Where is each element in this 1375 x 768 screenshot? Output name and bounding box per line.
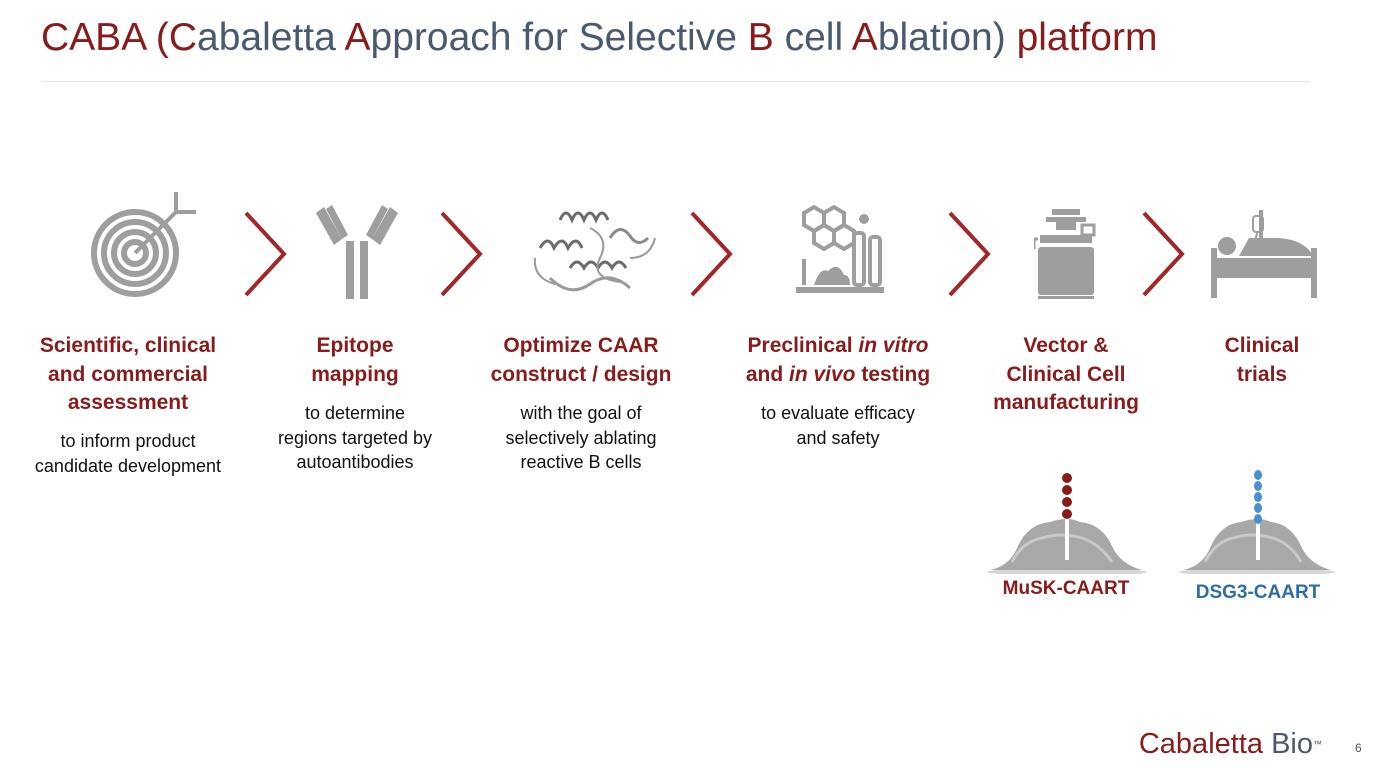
musk-caart-cell-icon: [987, 473, 1147, 574]
dsg3-caart-label: DSG3-CAART: [1195, 582, 1321, 603]
title-divider: [41, 81, 1310, 82]
page-number: 6: [1355, 741, 1362, 755]
antibody-icon: [316, 205, 398, 299]
chevron-right-icon: [948, 211, 991, 297]
step-title-optimize-caar: Optimize CAAR construct / design: [490, 334, 672, 386]
musk-caart-label: MuSK-CAART: [1002, 578, 1130, 599]
chevron-right-icon: [440, 211, 483, 297]
protein-structure-icon: [533, 211, 656, 292]
step-title-epitope-mapping: Epitope mapping: [311, 334, 399, 386]
target-icon: [91, 192, 196, 297]
chevron-right-icon: [690, 211, 733, 297]
lab-testing-icon: [796, 205, 884, 293]
dsg3-caart-cell-icon: [1179, 470, 1335, 574]
company-logo: Cabaletta Bio™: [1138, 728, 1322, 760]
step-title-assessment: Scientific, clinical and commercial asse…: [39, 334, 217, 414]
step-title-clinical-trials: Clinical trials: [1224, 334, 1300, 386]
step-title-manufacturing: Vector & Clinical Cell manufacturing: [993, 334, 1139, 414]
page-title: CABA (Cabaletta Approach for Selective B…: [41, 16, 1158, 59]
step-desc-assessment: to inform product candidate development: [34, 431, 222, 476]
chevron-right-icon: [1142, 211, 1185, 297]
step-desc-preclinical-testing: to evaluate efficacy and safety: [761, 403, 915, 448]
step-title-preclinical-testing: Preclinical in vitro and in vivo testing: [745, 334, 931, 386]
hospital-bed-icon: [1211, 210, 1317, 298]
bioreactor-icon: [1034, 209, 1096, 299]
step-desc-epitope-mapping: to determine regions targeted by autoant…: [277, 403, 433, 472]
step-desc-optimize-caar: with the goal of selectively ablating re…: [505, 403, 657, 472]
chevron-right-icon: [244, 211, 287, 297]
